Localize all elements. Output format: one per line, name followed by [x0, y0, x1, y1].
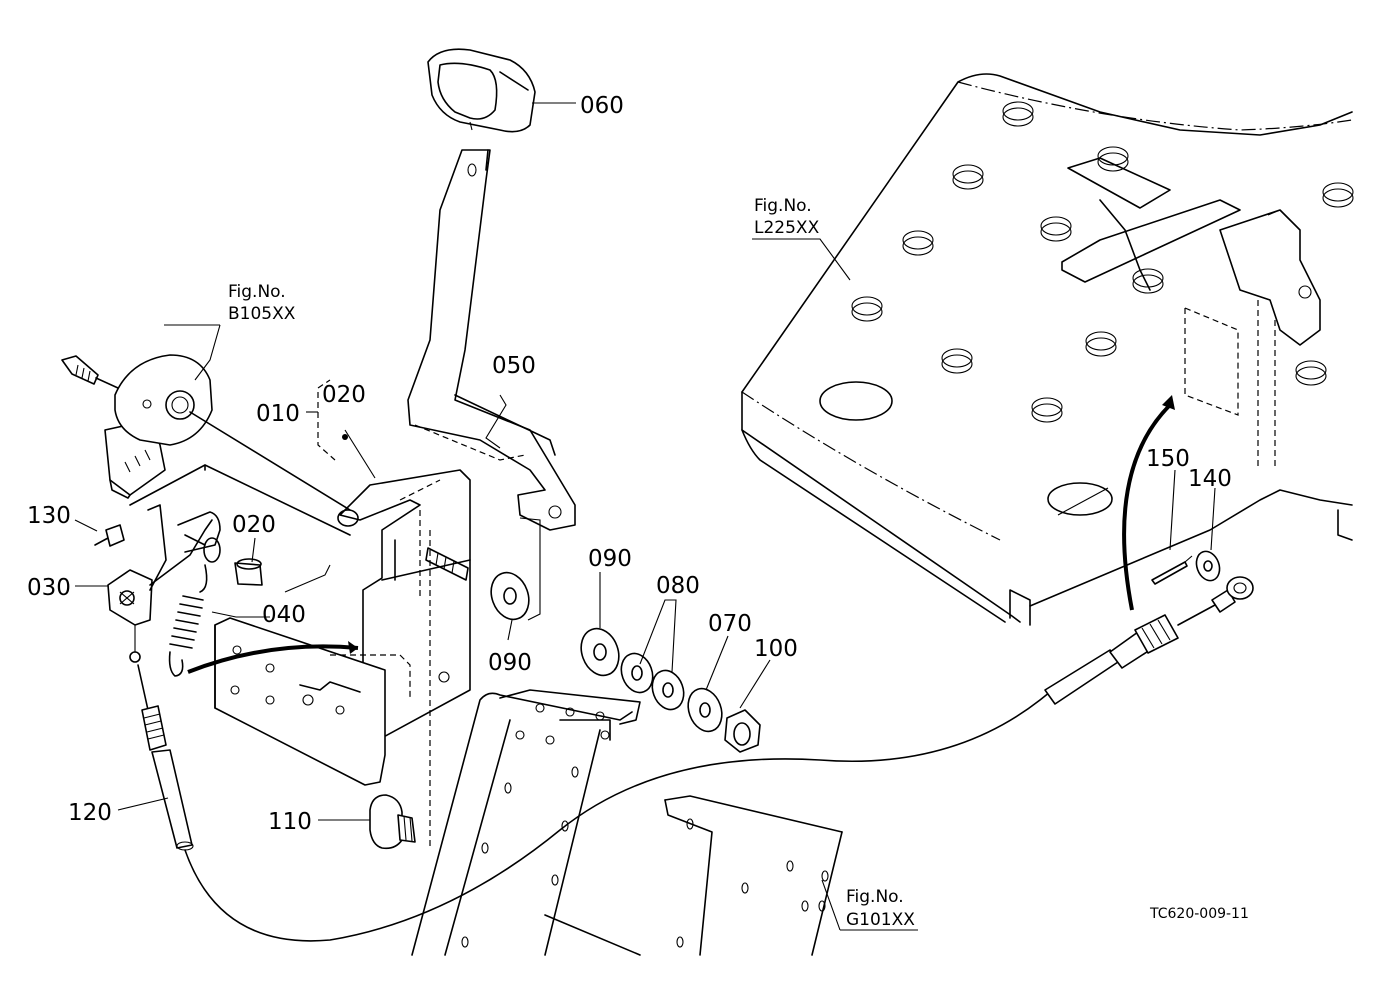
sensor-unit — [61, 354, 351, 536]
label-070: 070 — [708, 611, 752, 637]
floor-plate — [741, 73, 1354, 626]
label-120: 120 — [68, 800, 112, 826]
fig-ref-g101-title: Fig.No. — [846, 887, 904, 907]
fig-ref-l225-code: L225XX — [754, 218, 820, 238]
label-080: 080 — [656, 573, 700, 599]
leader-lines — [74, 102, 1216, 931]
spring — [168, 564, 208, 677]
label-020-collar: 020 — [232, 512, 276, 538]
label-010: 010 — [256, 401, 300, 427]
label-100: 100 — [754, 636, 798, 662]
figure-references: Fig.No. B105XX Fig.No. L225XX Fig.No. G1… — [228, 196, 915, 930]
speed-lever — [407, 149, 576, 531]
label-140: 140 — [1188, 466, 1232, 492]
lever-knob — [427, 48, 536, 133]
label-060: 060 — [580, 93, 624, 119]
control-cable — [129, 576, 1254, 942]
label-090-left: 090 — [488, 650, 532, 676]
fig-ref-g101-code: G101XX — [846, 910, 915, 930]
fig-ref-b105-title: Fig.No. — [228, 282, 286, 302]
floor-ring-set — [851, 101, 1354, 423]
part-labels: 060 050 010 020 020 130 030 040 090 090 … — [27, 93, 1232, 835]
label-030: 030 — [27, 575, 71, 601]
label-130: 130 — [27, 503, 71, 529]
label-020-top: 020 — [322, 382, 366, 408]
label-110: 110 — [268, 809, 312, 835]
label-150: 150 — [1146, 446, 1190, 472]
lever-bracket — [214, 469, 471, 850]
marker-dot — [342, 434, 348, 440]
label-040: 040 — [262, 602, 306, 628]
frame-plates — [411, 689, 843, 956]
fig-ref-l225-title: Fig.No. — [754, 196, 812, 216]
hardware — [94, 395, 1221, 850]
drawing-code: TC620-009-11 — [1149, 906, 1249, 922]
label-090-right: 090 — [588, 546, 632, 572]
link-plate-assembly — [107, 504, 359, 677]
fig-ref-b105-code: B105XX — [228, 304, 296, 324]
label-050: 050 — [492, 353, 536, 379]
